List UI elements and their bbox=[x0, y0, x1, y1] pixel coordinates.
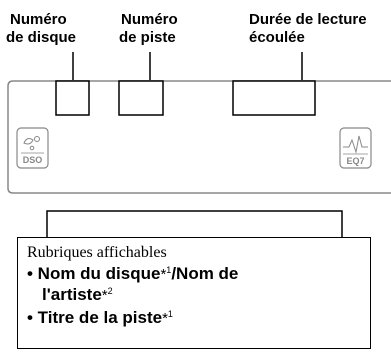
eq7-icon: EQ7 bbox=[339, 127, 372, 169]
list-item-disc-name: • Nom du disque*1/Nom de bbox=[27, 264, 238, 285]
disc-number-label-line2: de disque bbox=[6, 29, 77, 46]
footnote-marker: *1 bbox=[160, 265, 172, 284]
track-number-label-line1: Numéro bbox=[121, 11, 178, 28]
disc-number-label-line1: Numéro bbox=[10, 11, 67, 28]
display-panel bbox=[7, 80, 391, 194]
eq7-icon-label: EQ7 bbox=[346, 156, 364, 166]
footnote-marker: *2 bbox=[101, 286, 113, 305]
dso-icon: DSO bbox=[16, 127, 49, 169]
artist-name-text: /Nom de bbox=[171, 264, 239, 283]
elapsed-time-segment bbox=[232, 80, 316, 116]
disc-number-segment bbox=[55, 80, 90, 116]
footnote-marker: *1 bbox=[162, 309, 173, 328]
artist-name-text-line2: l'artiste bbox=[42, 285, 102, 304]
list-item-artist-continued: l'artiste*2 bbox=[42, 285, 113, 306]
track-number-label-line2: de piste bbox=[119, 29, 176, 46]
displayable-items-box: Rubriques affichables • Nom du disque*1/… bbox=[17, 237, 371, 349]
track-title-text: • Titre de la piste bbox=[27, 308, 163, 327]
disc-name-text: • Nom du disque bbox=[27, 264, 161, 283]
dso-icon-label: DSO bbox=[23, 155, 43, 165]
elapsed-time-label-line1: Durée de lecture bbox=[249, 11, 367, 28]
track-number-segment bbox=[118, 80, 164, 116]
displayable-items-title: Rubriques affichables bbox=[27, 244, 167, 261]
elapsed-time-label-line2: écoulée bbox=[249, 29, 305, 46]
list-item-track-title: • Titre de la piste*1 bbox=[27, 308, 173, 329]
